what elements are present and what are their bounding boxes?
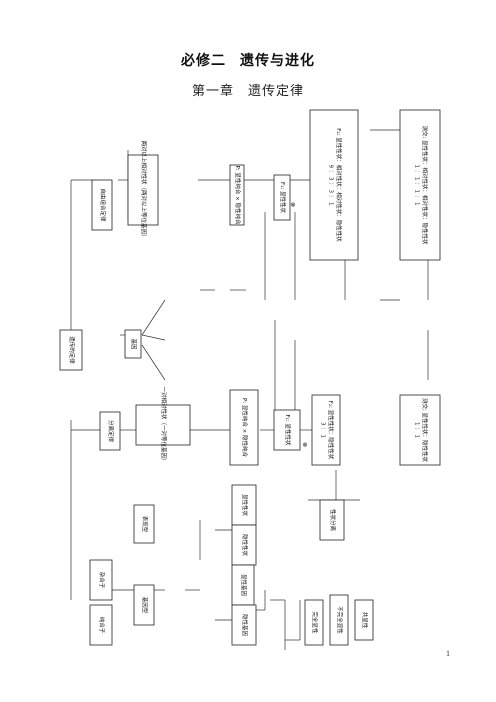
node-label-recessive-gene: 隐性基因 [241, 614, 249, 637]
node-box-separation [319, 499, 345, 541]
node-box-f2-two [309, 109, 359, 261]
node-label-incomplete-dom: 不完全显性 [336, 606, 344, 634]
node-label-genotype: 基因型 [141, 597, 149, 614]
node-box-f1-two [273, 174, 291, 221]
node-label-tc-two-1: 1 ： 1 ： 1 ： 1 [413, 165, 419, 206]
node-label-cross-two: 两对以上相对性状（两对以上等位基因） [140, 140, 148, 239]
node-root: 遗传的定律 [59, 329, 83, 371]
node-dominant-trait: 显性性状 [231, 484, 257, 526]
node-box-heterozygous [89, 559, 113, 601]
node-dominant-gene: 显性基因 [231, 564, 255, 606]
node-label-f2-one-1: 3 ： 1 [319, 422, 325, 438]
node-label-sym-two: ⊗ [290, 202, 295, 209]
node-box-codominance [354, 599, 374, 641]
edge-gene-down [141, 344, 166, 381]
node-label-tc-one-0: 测交: 显性性状：隐性性状 [421, 398, 429, 463]
chapter-number: 第一章 [191, 84, 234, 99]
node-incomplete-dom: 不完全显性 [329, 594, 349, 646]
heading-subject: 遗传与进化 [240, 53, 315, 69]
node-gene: 基因 [124, 329, 142, 359]
node-label-law-free: 自由组合定律 [99, 188, 107, 222]
node-box-incomplete-dom [329, 594, 349, 646]
node-label-root: 遗传的定律 [68, 336, 76, 364]
node-label-p-one: P: 显性纯合 × 隐性纯合 [241, 398, 249, 458]
node-label-f2-two-1: 9 ： 3 ： 3 ： 1 [327, 165, 333, 206]
node-box-recessive-gene [231, 604, 257, 646]
node-box-genotype [133, 584, 155, 626]
node-box-p-two [229, 164, 245, 226]
node-label-law-sep: 分离定律 [107, 420, 115, 443]
node-box-phenotype [133, 504, 155, 544]
node-label-f1-two: F₁: 显性性状 [279, 182, 287, 213]
node-complete-dom: 完全显性 [304, 599, 324, 646]
node-box-complete-dom [304, 599, 324, 646]
node-box-f2-one [311, 394, 341, 466]
node-box-root [59, 329, 83, 371]
node-box-f1-one [273, 409, 301, 451]
node-p-two: P: 显性纯合 × 隐性纯合 [229, 164, 245, 226]
node-law-free: 自由组合定律 [91, 179, 113, 231]
node-box-recessive-trait [231, 524, 257, 566]
node-label-homozygous: 纯合子 [98, 617, 106, 634]
node-recessive-trait: 隐性性状 [231, 524, 257, 566]
node-label-phenotype: 表现型 [141, 516, 149, 533]
node-label-tc-two-0: 测交: 显性性状：相对性状：相对性状：隐性性状 [421, 125, 429, 245]
node-cross-two: 两对以上相对性状（两对以上等位基因） [127, 140, 159, 240]
node-label-separation: 性状分离 [329, 509, 337, 532]
node-box-cross-two [127, 154, 159, 226]
node-law-sep: 分离定律 [99, 411, 121, 451]
node-box-homozygous [89, 604, 113, 646]
node-label-recessive-trait: 隐性性状 [241, 534, 249, 557]
node-box-tc-two [399, 109, 441, 261]
node-label-complete-dom: 完全显性 [311, 611, 319, 634]
node-box-gene [124, 329, 142, 359]
node-label-p-two: P: 显性纯合 × 隐性纯合 [234, 165, 242, 225]
node-sym-two: ⊗ [290, 202, 295, 209]
node-p-one: P: 显性纯合 × 隐性纯合 [229, 389, 259, 466]
node-heterozygous: 杂合子 [89, 559, 113, 601]
node-label-tc-one-1: 1 ： 1 [413, 422, 419, 438]
page-heading: 必修二遗传与进化 [0, 50, 496, 70]
node-label-f1-one: F₁: 显性性状 [284, 415, 292, 446]
node-separation: 性状分离 [319, 499, 345, 541]
node-codominance: 共显性 [354, 599, 374, 641]
node-genotype: 基因型 [133, 584, 155, 626]
node-f1-one: F₁: 显性性状 [273, 409, 301, 451]
page-number: 1 [446, 649, 450, 658]
node-label-sym-one: ⊗ [302, 442, 307, 449]
node-box-tc-one [399, 394, 441, 466]
node-label-heterozygous: 杂合子 [98, 572, 106, 589]
node-box-p-one [229, 389, 259, 466]
node-recessive-gene: 隐性基因 [231, 604, 257, 646]
node-box-cross-one [135, 404, 191, 446]
edge-gene-up [141, 299, 166, 336]
concept-boxes: 遗传的定律 自由组合定律 两对以上相对性状（两对以上等位基因） P: 显性纯合 × 隐… [59, 109, 441, 646]
node-label-gene: 基因 [130, 338, 138, 350]
node-label-codominance: 共显性 [361, 612, 369, 629]
edge-gene-mid [141, 334, 166, 341]
node-sym-one: ⊗ [302, 442, 307, 449]
node-homozygous: 纯合子 [89, 604, 113, 646]
node-label-cross-one: 一对相对性状（一对等位基因） [160, 386, 168, 463]
node-label-f2-two-0: F₂: 显性性状：相对性状：相对性状：隐性性状 [335, 128, 343, 242]
node-label-dominant-gene: 显性基因 [240, 574, 248, 597]
node-label-f2-one-0: F₂: 显性性状：隐性性状 [327, 401, 335, 460]
node-f1-two: F₁: 显性性状 [273, 174, 291, 221]
chapter-heading: 第一章遗传定律 [0, 80, 496, 99]
chapter-title: 遗传定律 [248, 84, 305, 99]
node-label-dominant-trait: 显性性状 [241, 494, 249, 517]
node-box-law-sep [99, 411, 121, 451]
node-cross-one: 一对相对性状（一对等位基因） [135, 386, 191, 464]
node-phenotype: 表现型 [133, 504, 155, 544]
node-box-law-free [91, 179, 113, 231]
heading-part: 必修二 [181, 53, 226, 69]
